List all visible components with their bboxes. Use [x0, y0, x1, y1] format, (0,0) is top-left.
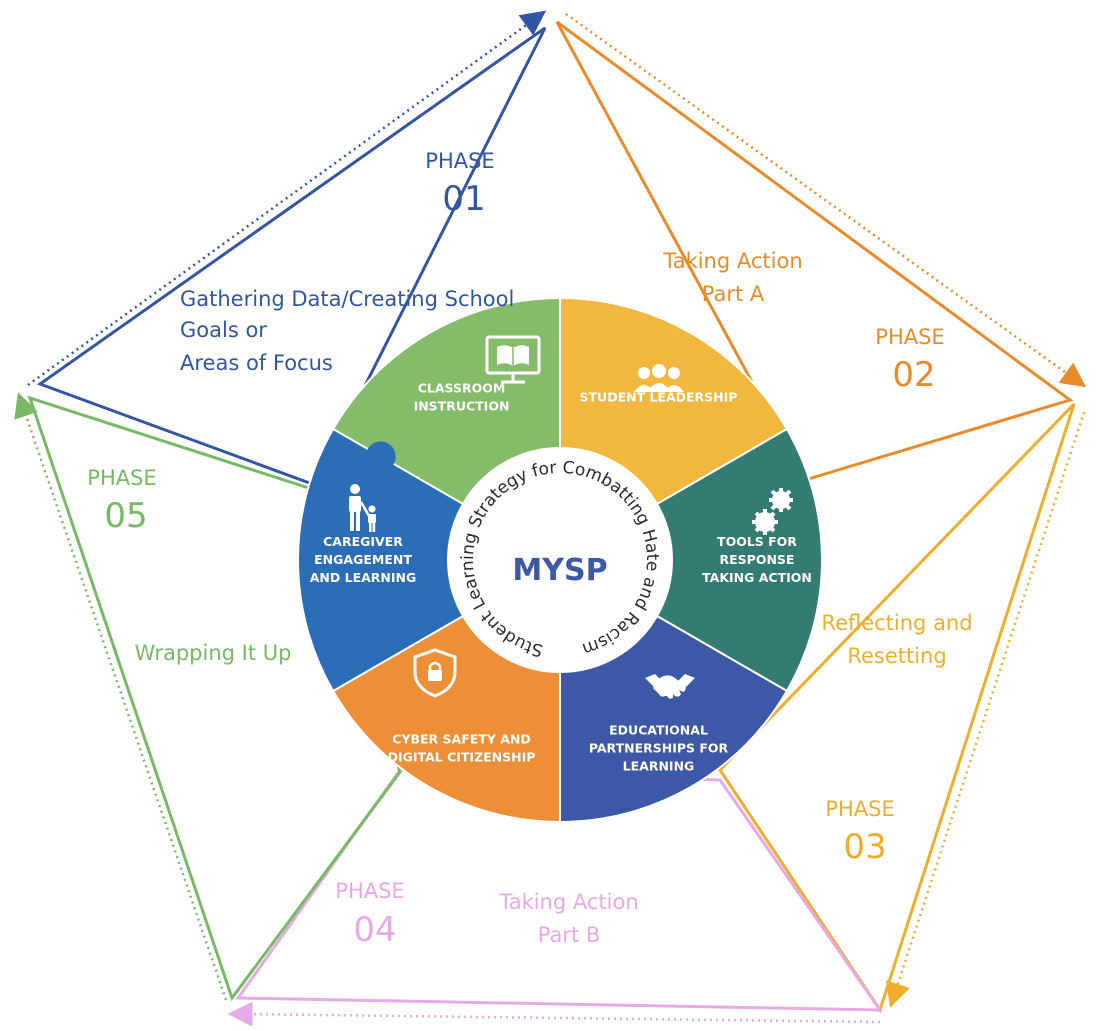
phase-05-label: PHASE	[87, 466, 156, 490]
phase-03-number: 03	[843, 827, 886, 867]
phase-02-desc-1: Taking Action	[662, 249, 802, 273]
phase-04-label: PHASE	[335, 879, 404, 903]
segment-label-line: ENGAGEMENT	[314, 552, 412, 567]
gears-icon	[752, 488, 793, 535]
arrow-phase-03	[885, 411, 1086, 1008]
strategy-ring	[297, 296, 823, 824]
segment-label-line: CYBER SAFETY AND	[392, 732, 530, 747]
phase-05-text: PHASE 05 Wrapping It Up	[87, 466, 291, 665]
phase-01-text: PHASE 01 Gathering Data/Creating School …	[180, 149, 514, 375]
arrow-phase-01	[27, 10, 547, 387]
arrow-phase-04	[227, 1001, 881, 1027]
phase-04-text: PHASE 04 Taking Action Part B	[335, 879, 638, 950]
phase-01-number: 01	[442, 179, 485, 219]
phase-01-label: PHASE	[425, 149, 494, 173]
phase-05-triangle	[27, 395, 402, 1002]
segment-label-line: LEARNING	[623, 759, 695, 774]
segment-label-line: EDUCATIONAL	[609, 723, 708, 738]
segment-label-line: RESPONSE	[720, 552, 795, 567]
center-title: MYSP	[512, 553, 607, 588]
phase-04-number: 04	[353, 910, 396, 950]
phase-02-desc-2: Part A	[702, 282, 765, 306]
arrow-phase-02	[565, 12, 1087, 388]
segment-label-line: CLASSROOM	[418, 380, 506, 395]
people-group-icon	[634, 364, 684, 392]
segment-label-0: CLASSROOM INSTRUCTION	[414, 380, 510, 413]
phase-02-text: Taking Action Part A PHASE 02	[662, 249, 944, 395]
segment-label-line: DIGITAL CITIZENSHIP	[388, 750, 536, 765]
phase-03-label: PHASE	[825, 797, 894, 821]
phase-03-text: Reflecting and Resetting PHASE 03	[821, 611, 972, 867]
phase-02-triangle	[555, 20, 1074, 482]
segment-label-2: TOOLS FOR RESPONSE TAKING ACTION	[702, 534, 812, 585]
phase-01-triangle	[36, 26, 547, 487]
phase-01-desc-2: Goals or	[180, 318, 267, 342]
phase-04-desc-1: Taking Action	[498, 890, 638, 914]
phase-03-triangle	[718, 402, 1076, 1014]
phase-03-desc-1: Reflecting and	[821, 611, 972, 635]
phase-05-number: 05	[104, 496, 147, 536]
segment-labels: CLASSROOM INSTRUCTION STUDENT LEADERSHIP TO…	[310, 380, 812, 773]
segment-label-line: TAKING ACTION	[702, 570, 812, 585]
segment-label-line: TOOLS FOR	[717, 534, 797, 549]
monitor-book-icon	[485, 335, 541, 384]
segment-label-3: EDUCATIONAL PARTNERSHIPS FOR LEARNING	[589, 723, 729, 774]
handshake-icon	[645, 674, 695, 699]
phase-02-number: 02	[892, 355, 935, 395]
phase-01-desc-3: Areas of Focus	[180, 351, 333, 375]
phase-02-label: PHASE	[875, 325, 944, 349]
segment-knob-5	[365, 441, 396, 472]
segment-label-line: CAREGIVER	[323, 534, 403, 549]
segment-label-line: INSTRUCTION	[414, 398, 510, 413]
center-circle	[448, 448, 672, 672]
phase-arrows	[14, 10, 1087, 1027]
arrow-phase-05	[14, 392, 228, 1001]
phase-05-desc-1: Wrapping It Up	[135, 641, 292, 665]
parent-child-icon	[349, 484, 376, 532]
phase-01-desc-1: Gathering Data/Creating School	[180, 287, 514, 311]
segment-icons	[349, 335, 793, 699]
shield-lock-icon	[413, 648, 457, 698]
segment-label-line: PARTNERSHIPS FOR	[589, 741, 729, 756]
segment-label-line: STUDENT LEADERSHIP	[580, 389, 738, 404]
segment-label-1: STUDENT LEADERSHIP	[580, 389, 738, 404]
phase-03-desc-2: Resetting	[847, 644, 946, 668]
phase-04-desc-2: Part B	[538, 923, 601, 947]
segment-label-5: CAREGIVER ENGAGEMENT AND LEARNING	[310, 534, 417, 585]
segment-label-4: CYBER SAFETY AND DIGITAL CITIZENSHIP	[388, 732, 536, 765]
segment-label-line: AND LEARNING	[310, 570, 417, 585]
phase-triangles	[27, 20, 1076, 1014]
